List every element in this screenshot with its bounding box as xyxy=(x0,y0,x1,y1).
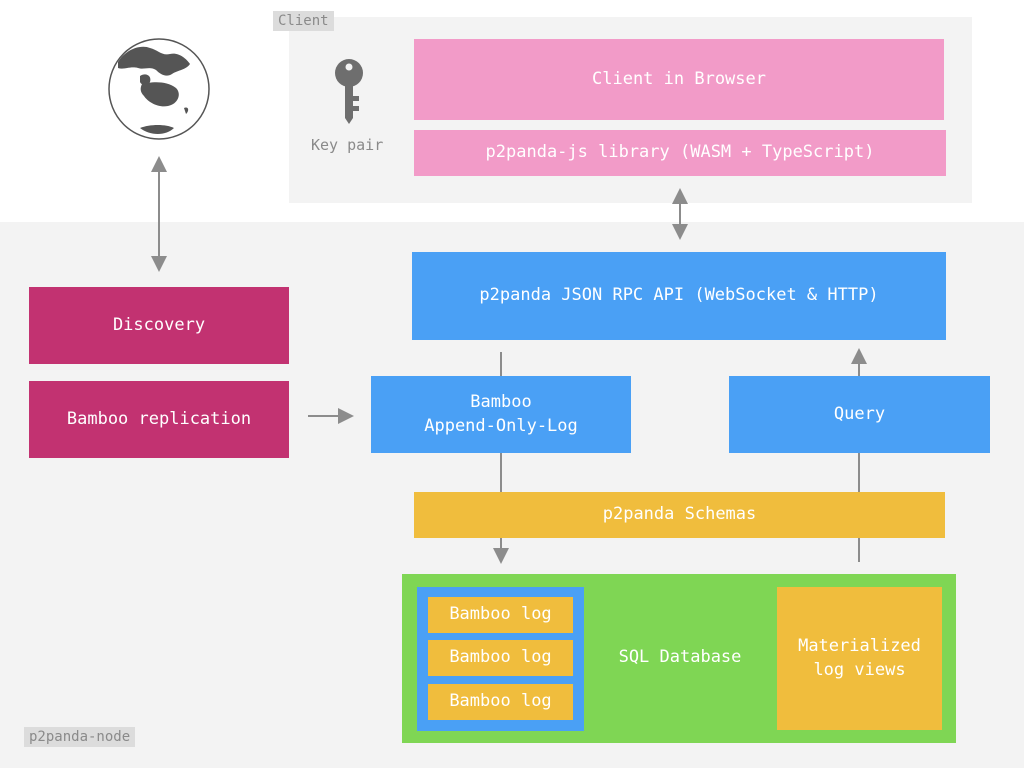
client-in-browser-label: Client in Browser xyxy=(592,68,766,89)
bamboo-label-line2: Append-Only-Log xyxy=(424,415,578,436)
json-rpc-api-label: p2panda JSON RPC API (WebSocket & HTTP) xyxy=(479,285,879,306)
client-tag: Client xyxy=(273,11,334,31)
client-in-browser-box: Client in Browser xyxy=(414,39,944,120)
query-label: Query xyxy=(833,403,886,424)
materialized-views-box: Materialized log views xyxy=(777,587,942,730)
bamboo-log-label: Bamboo log xyxy=(449,647,552,668)
bamboo-log-item: Bamboo log xyxy=(428,640,573,676)
discovery-box: Discovery xyxy=(29,287,289,364)
p2panda-js-library-label: p2panda-js library (WASM + TypeScript) xyxy=(485,142,875,163)
bamboo-replication-label: Bamboo replication xyxy=(66,408,252,429)
bamboo-log-item: Bamboo log xyxy=(428,684,573,720)
bamboo-append-only-log-box: Bamboo Append-Only-Log xyxy=(371,376,631,453)
materialized-views-line1: Materialized xyxy=(798,635,921,656)
materialized-views-line2: log views xyxy=(813,659,906,680)
schemas-label: p2panda Schemas xyxy=(602,504,757,525)
bamboo-label-line1: Bamboo xyxy=(470,391,532,412)
sql-database-label-wrap: SQL Database xyxy=(600,640,760,676)
bamboo-log-label: Bamboo log xyxy=(449,691,552,712)
key-pair-label: Key pair xyxy=(311,136,384,154)
bamboo-log-item: Bamboo log xyxy=(428,597,573,633)
node-tag: p2panda-node xyxy=(24,727,136,747)
p2panda-js-library-box: p2panda-js library (WASM + TypeScript) xyxy=(414,130,946,176)
query-box: Query xyxy=(729,376,990,453)
bamboo-log-label: Bamboo log xyxy=(449,604,552,625)
discovery-label: Discovery xyxy=(112,314,206,335)
schemas-box: p2panda Schemas xyxy=(414,492,945,538)
sql-database-label: SQL Database xyxy=(618,647,742,668)
json-rpc-api-box: p2panda JSON RPC API (WebSocket & HTTP) xyxy=(412,252,946,340)
bamboo-replication-box: Bamboo replication xyxy=(29,381,289,458)
